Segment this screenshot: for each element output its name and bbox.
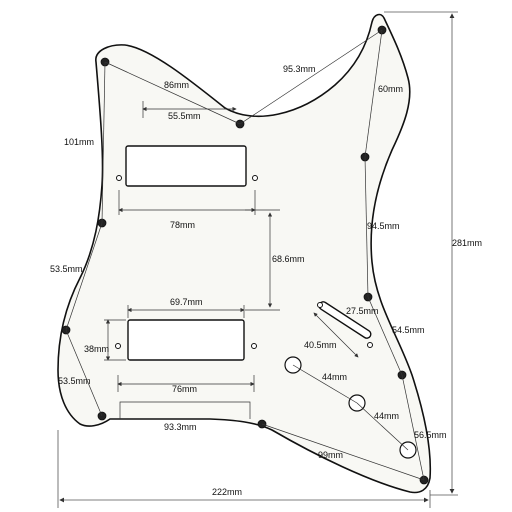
dim-label-60: 60mm bbox=[378, 84, 403, 94]
dim-label-53-5-lower: 53.5mm bbox=[58, 376, 91, 386]
switch-hole bbox=[367, 342, 373, 348]
bottom-cutout bbox=[119, 401, 251, 419]
dim-label-69-7: 69.7mm bbox=[170, 297, 203, 307]
dim-label-68-6: 68.6mm bbox=[272, 254, 305, 264]
dim-label-281: 281mm bbox=[452, 238, 482, 248]
bridge-pickup-cutout bbox=[127, 319, 245, 361]
dim-label-27-5: 27.5mm bbox=[346, 306, 379, 316]
dim-label-76: 76mm bbox=[172, 384, 197, 394]
dim-label-56-5: 56.5mm bbox=[414, 430, 447, 440]
dim-label-54-5: 54.5mm bbox=[392, 325, 425, 335]
dim-label-38: 38mm bbox=[84, 344, 109, 354]
dimension-lines bbox=[57, 11, 458, 508]
pickup-hole bbox=[116, 175, 122, 181]
switch-hole bbox=[317, 302, 323, 308]
pickup-hole bbox=[115, 343, 121, 349]
pickguard-outline bbox=[57, 13, 432, 494]
dim-label-99: 99mm bbox=[318, 450, 343, 460]
dim-label-44-upper: 44mm bbox=[322, 372, 347, 382]
dim-label-86: 86mm bbox=[164, 80, 189, 90]
dim-label-55-5: 55.5mm bbox=[168, 111, 201, 121]
dim-label-93-3: 93.3mm bbox=[164, 422, 197, 432]
dim-label-78: 78mm bbox=[170, 220, 195, 230]
dim-label-95-3: 95.3mm bbox=[283, 64, 316, 74]
neck-pickup-cutout bbox=[125, 145, 247, 187]
dim-label-222: 222mm bbox=[212, 487, 242, 497]
dim-label-53-5-upper: 53.5mm bbox=[50, 264, 83, 274]
dim-label-44-lower: 44mm bbox=[374, 411, 399, 421]
pickup-hole bbox=[252, 175, 258, 181]
dim-label-40-5: 40.5mm bbox=[304, 340, 337, 350]
pickup-hole bbox=[251, 343, 257, 349]
dim-label-94-5: 94.5mm bbox=[367, 221, 400, 231]
dim-label-101: 101mm bbox=[64, 137, 94, 147]
